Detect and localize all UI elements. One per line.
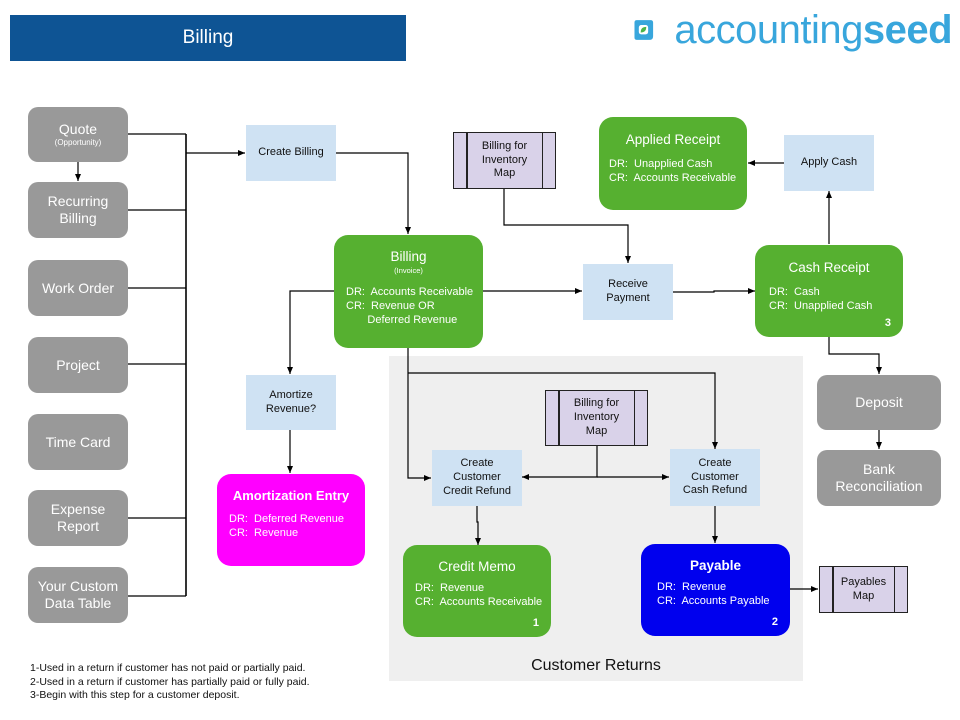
source-recurring-billing[interactable]: Recurring Billing (28, 182, 128, 238)
credit-line: CR: Revenue OR (346, 300, 435, 312)
step-label: Create Customer Credit Refund (443, 457, 511, 497)
footnote-marker: 3 (884, 317, 891, 330)
debit-line: DR: Accounts Receivable (346, 286, 474, 299)
source-label: Recurring Billing (47, 193, 109, 226)
banking-deposit[interactable]: Deposit (817, 375, 941, 430)
map-payables[interactable]: Payables Map (819, 566, 908, 613)
debit-line: DR: Revenue (657, 580, 727, 593)
arrow-receive-to-cash (673, 288, 755, 294)
step-label: Receive Payment (606, 278, 650, 304)
record-title: Payable (689, 558, 742, 573)
customer-returns-label: Customer Returns (531, 657, 661, 674)
footnote-3: 3-Begin with this step for a customer de… (30, 689, 240, 702)
record-applied-receipt[interactable]: Applied Receipt DR: Unapplied Cash CR: A… (599, 117, 747, 210)
credit-line: CR: Accounts Receivable (415, 595, 543, 608)
credit-line: CR: Unapplied Cash (769, 299, 873, 312)
record-title: Credit Memo (438, 559, 516, 574)
logo-text-light: accounting (674, 8, 863, 52)
step-label: Amortize Revenue? (265, 388, 317, 415)
logo-text-bold: seed (862, 8, 953, 52)
step-create-credit-refund[interactable]: Create Customer Credit Refund (432, 450, 522, 506)
map-billing-inventory-returns[interactable]: Billing for Inventory Map (545, 390, 648, 446)
source-sublabel: (Opportunity) (54, 138, 102, 148)
record-title: Cash Receipt (788, 260, 870, 275)
source-time-card[interactable]: Time Card (28, 414, 128, 470)
debit-line: DR: Deferred Revenue (229, 513, 344, 526)
source-label: Work Order (41, 279, 115, 296)
debit-line: DR: Cash (769, 285, 820, 298)
source-label: Time Card (45, 433, 111, 450)
credit-line: CR: Accounts Payable (657, 594, 770, 607)
source-label: Expense Report (50, 501, 106, 534)
footnote-2: 2-Used in a return if customer has parti… (30, 675, 310, 688)
step-amortize-revenue[interactable]: Amortize Revenue? (246, 375, 336, 430)
accountingseed-logo: accountingseed (632, 8, 953, 52)
source-work-order[interactable]: Work Order (28, 260, 128, 316)
source-label: Your Custom Data Table (37, 578, 119, 611)
step-receive-payment[interactable]: Receive Payment (583, 264, 673, 320)
debit-line: DR: Revenue (415, 581, 485, 594)
banking-bank-reconciliation[interactable]: Bank Reconciliation (817, 450, 941, 506)
record-amortization-entry[interactable]: Amortization Entry DR: Deferred Revenue … (217, 474, 365, 566)
credit-line-2: Deferred Revenue (346, 313, 458, 326)
banking-label: Bank Reconciliation (835, 461, 923, 494)
arrow-create-billing-to-billing (336, 152, 411, 234)
map-billing-inventory-top[interactable]: Billing for Inventory Map (453, 132, 556, 189)
footnotes: 1-Used in a return if customer has not p… (30, 662, 310, 703)
step-create-cash-refund[interactable]: Create Customer Cash Refund (670, 449, 760, 506)
step-label: Create Billing (258, 146, 324, 159)
record-credit-memo[interactable]: Credit Memo DR: Revenue CR: Accounts Rec… (403, 545, 551, 637)
source-project[interactable]: Project (28, 337, 128, 393)
map-label: Billing for Inventory Map (573, 397, 620, 437)
record-title: Applied Receipt (625, 132, 721, 147)
footnote-1: 1-Used in a return if customer has not p… (30, 662, 306, 674)
map-label: Billing for Inventory Map (481, 139, 528, 180)
step-label: Apply Cash (800, 156, 858, 169)
source-custom-data-table[interactable]: Your Custom Data Table (28, 567, 128, 623)
credit-line: CR: Revenue (229, 527, 299, 539)
record-subtitle: (Invoice) (394, 265, 423, 275)
step-apply-cash[interactable]: Apply Cash (784, 135, 874, 191)
page-title: Billing (10, 15, 406, 61)
seed-logo-icon (634, 20, 654, 40)
record-title: Billing (390, 249, 427, 264)
debit-line: DR: Unapplied Cash (609, 157, 713, 170)
footnote-marker: 1 (532, 617, 539, 630)
map-label: Payables Map (840, 575, 887, 602)
step-label: Create Customer Cash Refund (682, 456, 748, 497)
source-expense-report[interactable]: Expense Report (28, 490, 128, 546)
footnote-marker: 2 (771, 616, 778, 629)
source-label: Quote (58, 121, 98, 138)
record-billing[interactable]: Billing (Invoice) DR: Accounts Receivabl… (334, 235, 483, 348)
arrow-billing-to-amortize (287, 290, 334, 374)
record-payable[interactable]: Payable DR: Revenue CR: Accounts Payable… (641, 544, 790, 636)
credit-line: CR: Accounts Receivable (609, 171, 737, 184)
step-create-billing[interactable]: Create Billing (246, 125, 336, 181)
source-quote[interactable]: Quote (Opportunity) (28, 107, 128, 162)
record-title: Amortization Entry (232, 488, 350, 503)
source-label: Project (56, 356, 100, 373)
banking-label: Deposit (855, 394, 903, 411)
record-cash-receipt[interactable]: Cash Receipt DR: Cash CR: Unapplied Cash… (755, 245, 903, 337)
arrow-cash-to-deposit (828, 337, 882, 374)
